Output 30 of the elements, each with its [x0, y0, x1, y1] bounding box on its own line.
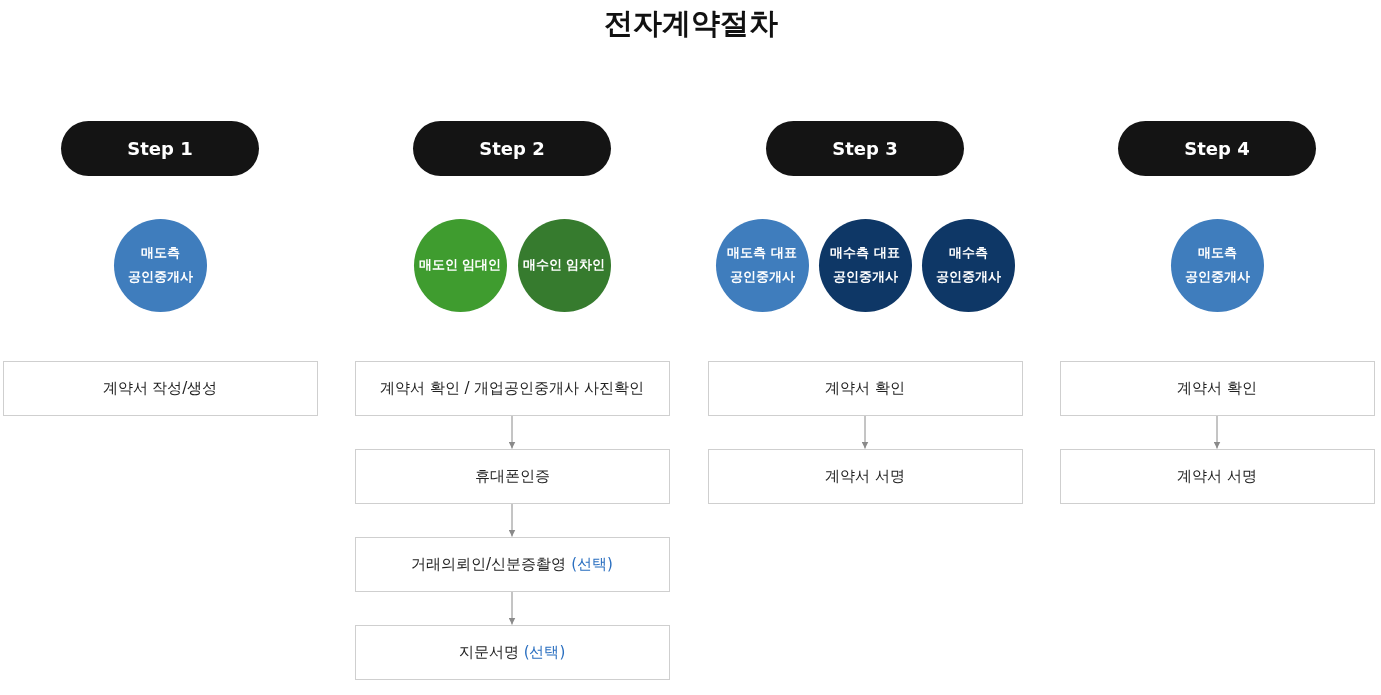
role-circle: 매도측 공인중개사 — [1170, 218, 1264, 312]
arrow — [508, 591, 516, 625]
step-text: 거래의뢰인/신분증촬영 — [411, 554, 567, 573]
role-circle: 매수측 대표 공인중개사 — [818, 218, 912, 312]
process-box: 휴대폰인증 — [354, 448, 670, 504]
step-pill: Step 3 — [766, 120, 964, 176]
arrow — [508, 503, 516, 537]
title: 전자계약절차 — [602, 5, 779, 42]
role-circle: 매도인 임대인 — [413, 218, 507, 312]
role-circle: 매수측 공인중개사 — [921, 218, 1015, 312]
optional-note: (선택) — [523, 642, 566, 661]
process-box: 계약서 확인 — [1059, 360, 1375, 416]
process-box — [354, 624, 670, 680]
process-box: 계약서 서명 — [1059, 448, 1375, 504]
step-pill: Step 4 — [1118, 120, 1316, 176]
step-text: 지문서명 — [458, 642, 519, 661]
process-box: 계약서 확인 — [707, 360, 1023, 416]
role-circle: 매도측 공인중개사 — [113, 218, 207, 312]
arrow — [861, 415, 869, 449]
role-circle: 매수인 임차인 — [517, 218, 611, 312]
process-box: 계약서 서명 — [707, 448, 1023, 504]
arrow — [1213, 415, 1221, 449]
step-pill: Step 1 — [61, 120, 259, 176]
role-circle: 매도측 대표 공인중개사 — [715, 218, 809, 312]
step-pill: Step 2 — [413, 120, 611, 176]
process-box: 계약서 확인 / 개업공인중개사 사진확인 — [354, 360, 670, 416]
process-box: 계약서 작성/생성 — [2, 360, 318, 416]
arrow — [508, 415, 516, 449]
optional-note: (선택) — [571, 554, 613, 573]
process-box — [354, 536, 670, 592]
